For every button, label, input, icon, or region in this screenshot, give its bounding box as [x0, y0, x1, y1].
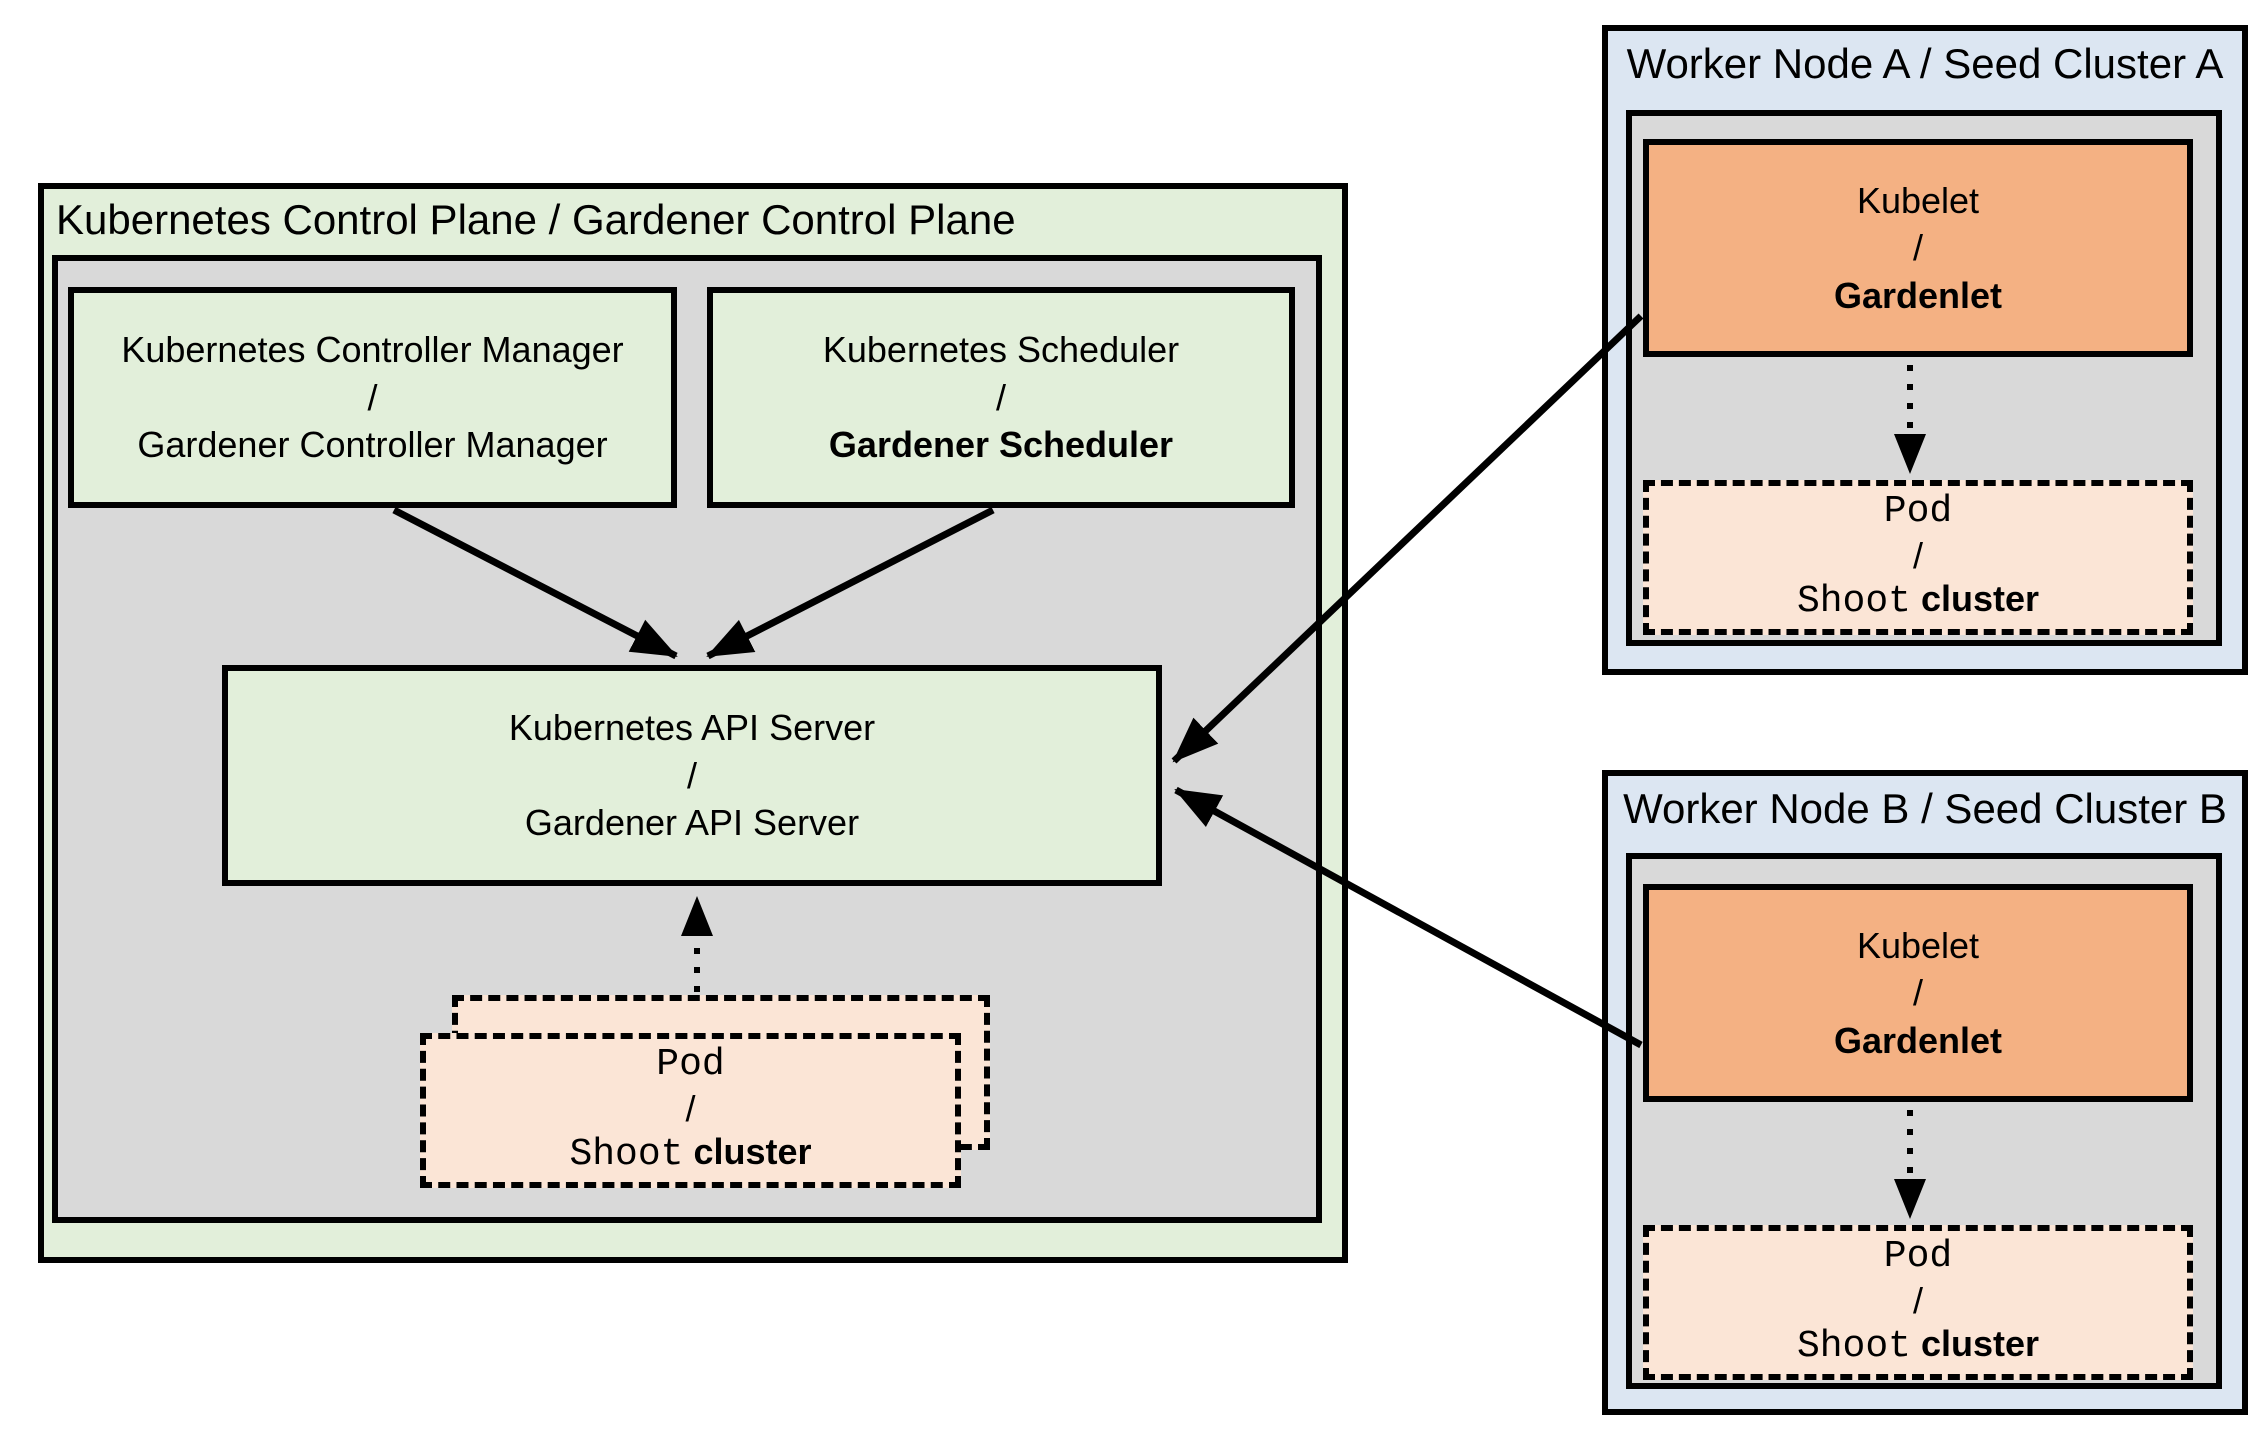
controller-manager-box: Kubernetes Controller Manager / Gardener… [68, 287, 677, 508]
pod-cluster-label: cluster [693, 1130, 812, 1172]
api-server-slash: / [686, 754, 697, 796]
worker-b-pod-slash: / [1912, 1280, 1923, 1322]
worker-a-pod-shoot-label: Shoot [1796, 579, 1911, 623]
api-server-line-bottom: Gardener API Server [524, 802, 860, 844]
controller-manager-line-bottom: Gardener Controller Manager [137, 424, 608, 466]
controller-manager-line-top: Kubernetes Controller Manager [121, 329, 624, 371]
kubelet-b-line-top: Kubelet [1856, 924, 1980, 966]
kubelet-a-box: Kubelet / Gardenlet [1643, 139, 2193, 357]
api-server-line-top: Kubernetes API Server [508, 707, 876, 749]
worker-a-pod-slash: / [1912, 535, 1923, 577]
kubelet-b-slash: / [1912, 972, 1923, 1014]
worker-node-b-title: Worker Node B / Seed Cluster B [1623, 785, 2227, 832]
scheduler-line-bottom: Gardener Scheduler [828, 424, 1174, 466]
api-server-box: Kubernetes API Server / Gardener API Ser… [222, 665, 1162, 886]
kubelet-a-slash: / [1912, 227, 1923, 269]
worker-b-pod-shoot-label: Shoot [1796, 1324, 1911, 1368]
worker-a-pod-cluster-label: cluster [1920, 577, 2040, 619]
pod-slash: / [685, 1088, 696, 1130]
kubelet-a-line-top: Kubelet [1856, 179, 1980, 221]
pod-shoot-label: Shoot [569, 1132, 684, 1176]
pod-line-top: Pod [656, 1043, 725, 1087]
worker-b-pod-cluster-label: cluster [1920, 1322, 2040, 1364]
scheduler-box: Kubernetes Scheduler / Gardener Schedule… [707, 287, 1295, 508]
worker-b-pod-line-top: Pod [1883, 1235, 1953, 1279]
control-plane-title: Kubernetes Control Plane / Gardener Cont… [56, 196, 1016, 243]
controller-manager-slash: / [367, 376, 378, 418]
worker-node-a-title: Worker Node A / Seed Cluster A [1626, 40, 2224, 87]
kubelet-a-line-bottom: Gardenlet [1833, 274, 2003, 316]
kubelet-b-line-bottom: Gardenlet [1833, 1019, 2003, 1061]
scheduler-slash: / [995, 376, 1006, 418]
worker-a-pod-line-top: Pod [1883, 490, 1953, 534]
scheduler-line-top: Kubernetes Scheduler [822, 329, 1180, 371]
kubelet-b-box: Kubelet / Gardenlet [1643, 884, 2193, 1102]
